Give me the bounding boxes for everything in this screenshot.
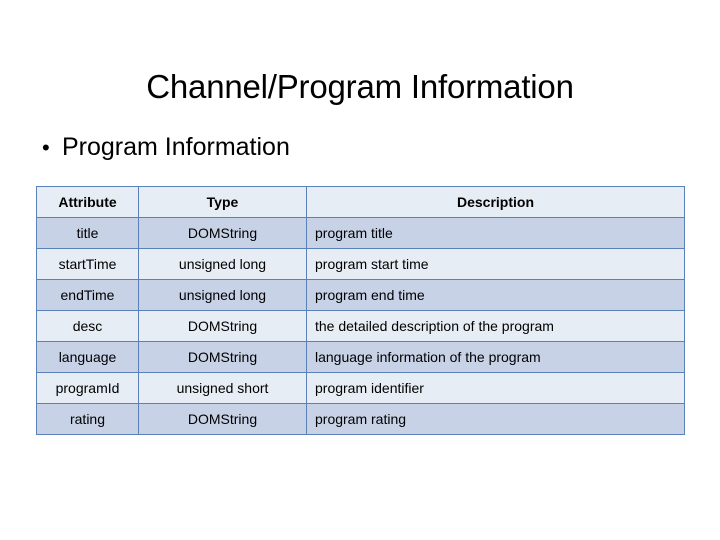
column-header-type: Type: [138, 186, 307, 218]
cell-attribute: endTime: [36, 279, 139, 311]
table-row: endTime unsigned long program end time: [36, 279, 685, 311]
cell-type: DOMString: [138, 341, 307, 373]
cell-description: program rating: [306, 403, 685, 435]
cell-attribute: rating: [36, 403, 139, 435]
cell-attribute: desc: [36, 310, 139, 342]
page-title: Channel/Program Information: [146, 68, 574, 106]
column-header-description: Description: [306, 186, 685, 218]
attribute-table-container: Attribute Type Description title DOMStri…: [36, 186, 685, 435]
cell-attribute: programId: [36, 372, 139, 404]
table-row: language DOMString language information …: [36, 341, 685, 373]
cell-type: unsigned long: [138, 248, 307, 280]
cell-attribute: title: [36, 217, 139, 249]
cell-type: DOMString: [138, 403, 307, 435]
cell-description: the detailed description of the program: [306, 310, 685, 342]
cell-type: DOMString: [138, 310, 307, 342]
bullet-list: • Program Information: [36, 131, 676, 164]
cell-type: unsigned short: [138, 372, 307, 404]
column-header-attribute: Attribute: [36, 186, 139, 218]
bullet-item-label: Program Information: [62, 133, 290, 161]
cell-attribute: startTime: [36, 248, 139, 280]
cell-description: program title: [306, 217, 685, 249]
table-row: desc DOMString the detailed description …: [36, 310, 685, 342]
cell-type: DOMString: [138, 217, 307, 249]
cell-description: program start time: [306, 248, 685, 280]
cell-type: unsigned long: [138, 279, 307, 311]
table-row: programId unsigned short program identif…: [36, 372, 685, 404]
cell-attribute: language: [36, 341, 139, 373]
bullet-point-icon: •: [42, 135, 50, 160]
table-header-row: Attribute Type Description: [36, 186, 685, 218]
program-information-table: Attribute Type Description title DOMStri…: [36, 186, 685, 435]
table-row: title DOMString program title: [36, 217, 685, 249]
cell-description: language information of the program: [306, 341, 685, 373]
cell-description: program end time: [306, 279, 685, 311]
table-row: startTime unsigned long program start ti…: [36, 248, 685, 280]
cell-description: program identifier: [306, 372, 685, 404]
table-row: rating DOMString program rating: [36, 403, 685, 435]
list-item: • Program Information: [36, 131, 676, 164]
